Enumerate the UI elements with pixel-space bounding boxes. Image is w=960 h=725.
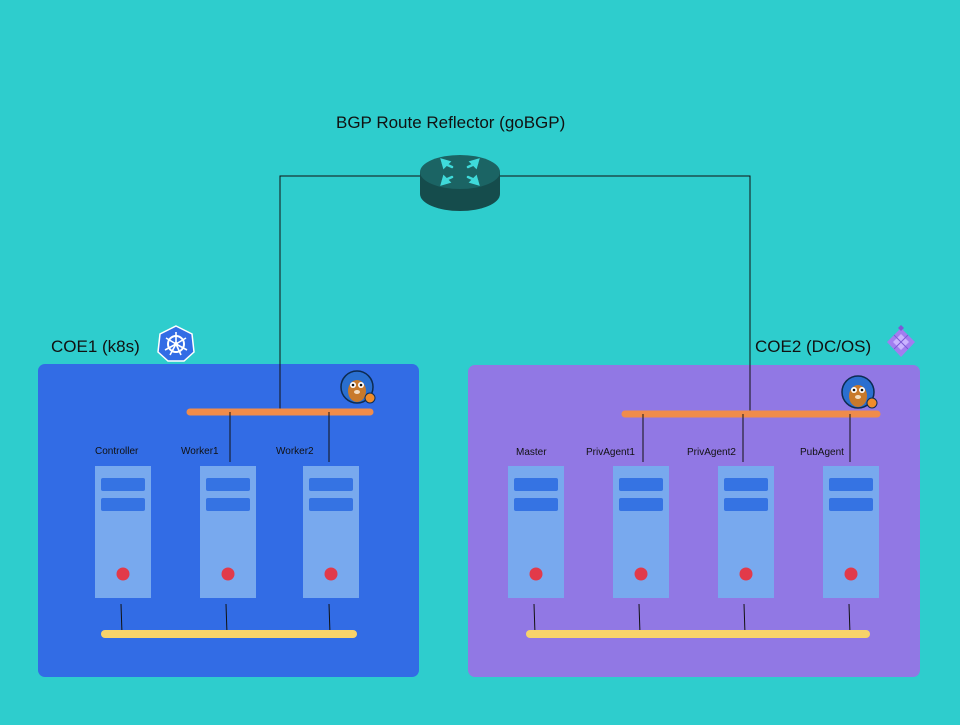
power-led-icon (739, 567, 753, 581)
node-label-privagent2: PrivAgent2 (687, 447, 736, 458)
server-privagent2[interactable] (718, 466, 774, 598)
drive-slot (829, 478, 873, 491)
server-controller[interactable] (95, 466, 151, 598)
kubernetes-logo-icon (157, 325, 195, 362)
drive-slot (619, 478, 663, 491)
power-led-icon (324, 567, 338, 581)
router-label: BGP Route Reflector (goBGP) (336, 113, 566, 132)
drive-slot (619, 498, 663, 511)
coe2-bottom-bus-drop (743, 603, 746, 635)
drive-slot (309, 478, 353, 491)
power-led-icon (844, 567, 858, 581)
drive-slot (309, 498, 353, 511)
coe2-topology (508, 410, 881, 638)
node-label-controller: Controller (95, 446, 139, 457)
drive-slot (101, 498, 145, 511)
power-led-icon (116, 567, 130, 581)
node-label-pubagent: PubAgent (800, 447, 844, 458)
server-worker2[interactable] (303, 466, 359, 598)
drive-slot (724, 478, 768, 491)
coe1-bottom-bus-drop (120, 603, 123, 635)
node-label-worker2: Worker2 (276, 446, 314, 457)
server-master[interactable] (508, 466, 564, 598)
node-label-master: Master (516, 447, 547, 458)
router-icon (420, 155, 500, 211)
coe1-gopher-icon (340, 370, 376, 404)
coe2-bottom-bus-drop (533, 603, 536, 635)
server-worker1[interactable] (200, 466, 256, 598)
node-label-privagent1: PrivAgent1 (586, 447, 635, 458)
drive-slot (724, 498, 768, 511)
drive-slot (514, 478, 558, 491)
drive-slot (514, 498, 558, 511)
power-led-icon (221, 567, 235, 581)
dcos-logo-icon (887, 325, 915, 357)
bgp-uplink-lines (279, 175, 751, 412)
drive-slot (829, 498, 873, 511)
coe2-bottom-bus-drop (848, 603, 851, 635)
coe1-bottom-bus-drop (225, 603, 228, 635)
drive-slot (206, 478, 250, 491)
drive-slot (101, 478, 145, 491)
coe2-cluster-panel (468, 365, 920, 677)
coe2-gopher-icon (841, 375, 878, 409)
coe2-bottom-bus-drop (638, 603, 641, 635)
power-led-icon (529, 567, 543, 581)
node-label-worker1: Worker1 (181, 446, 219, 457)
coe1-bottom-bus-drop (328, 603, 331, 635)
drive-slot (206, 498, 250, 511)
server-pubagent[interactable] (823, 466, 879, 598)
coe2-title: COE2 (DC/OS) (755, 337, 872, 356)
coe1-topology (95, 408, 374, 638)
coe1-title: COE1 (k8s) (51, 337, 140, 356)
coe1-bgp-link (279, 175, 420, 409)
power-led-icon (634, 567, 648, 581)
server-privagent1[interactable] (613, 466, 669, 598)
coe2-bgp-link (500, 175, 751, 412)
